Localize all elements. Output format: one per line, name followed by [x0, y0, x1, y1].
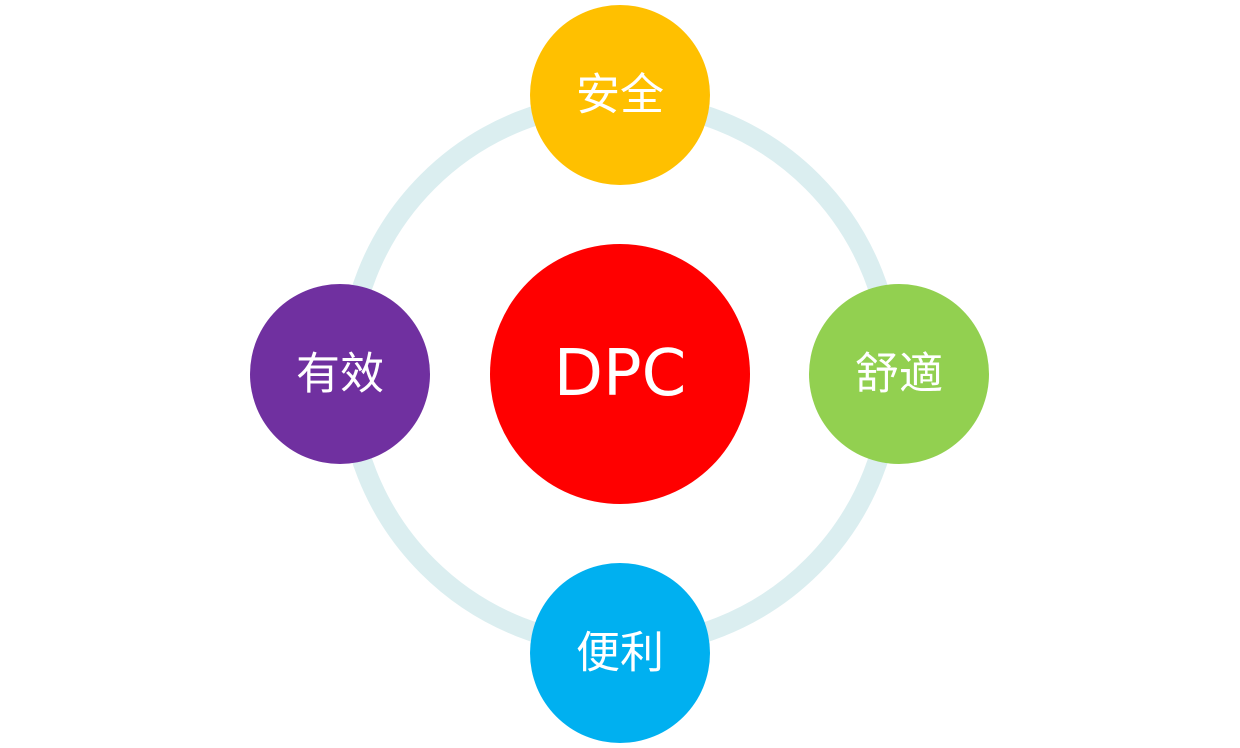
- node-top-label: 安全: [576, 70, 664, 121]
- node-left-circle: [250, 284, 430, 464]
- node-left: 有效: [250, 284, 430, 464]
- node-bottom-circle: [530, 563, 710, 743]
- center-circle: [490, 244, 750, 504]
- node-bottom: 便利: [530, 563, 710, 743]
- node-bottom-label: 便利: [576, 628, 664, 679]
- node-left-label: 有效: [296, 349, 384, 400]
- node-top: 安全: [530, 5, 710, 185]
- node-right-label: 舒適: [855, 349, 943, 400]
- node-right-circle: [809, 284, 989, 464]
- center-node: DPC: [490, 244, 750, 504]
- node-top-circle: [530, 5, 710, 185]
- center-label: DPC: [554, 337, 687, 411]
- node-right: 舒適: [809, 284, 989, 464]
